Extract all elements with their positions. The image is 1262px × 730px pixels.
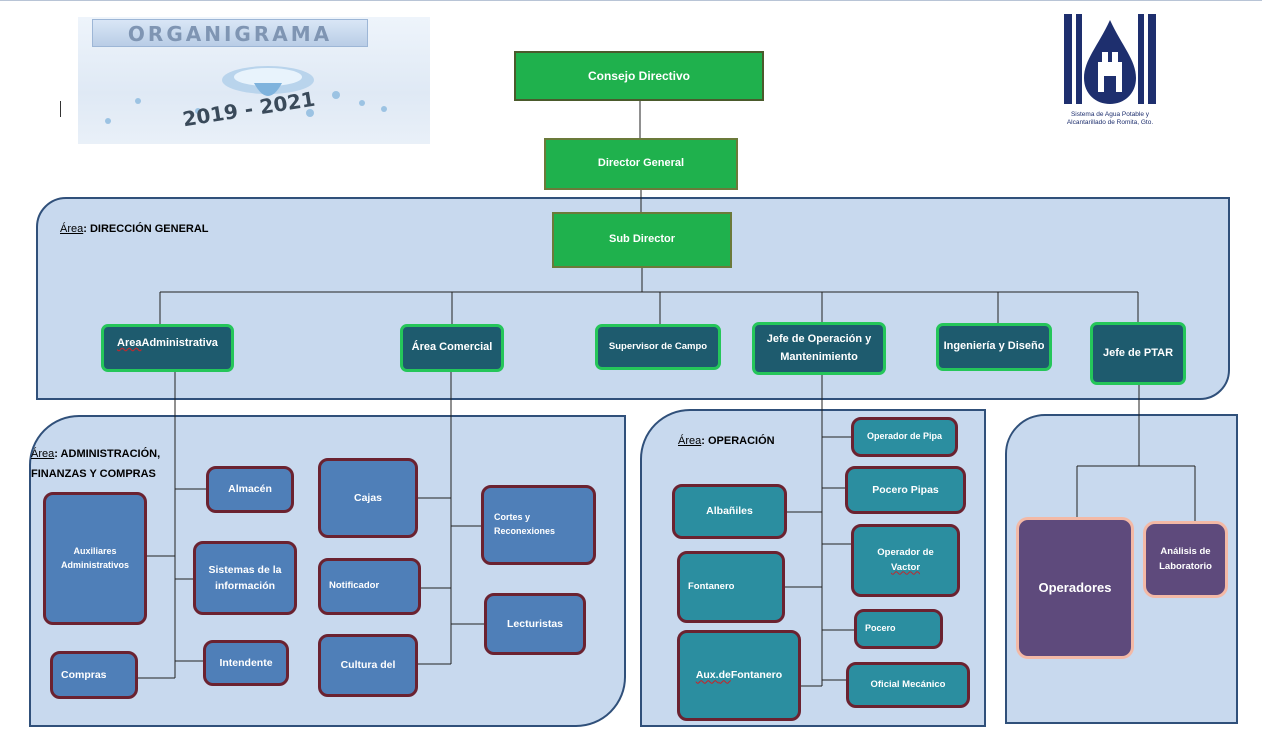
area-name-line1: : ADMINISTRACIÓN, [54,448,161,460]
logo-caption-line2: Alcantarillado de Romita, Gto. [1066,119,1154,126]
unit-aux-word: Aux. [695,669,719,682]
dept-ingenieria-diseno: Ingeniería y Diseño [936,323,1052,371]
area-label-direccion-general: Área: DIRECCIÓN GENERAL [60,219,209,239]
unit-operador-vactor: Operador de Vactor [851,524,960,597]
organization-logo [1040,12,1180,132]
dept-jefe-operacion: Jefe de Operación y Mantenimiento [752,322,886,375]
dept-admin-word1: Area [117,337,142,349]
text-cursor [60,101,61,117]
logo-caption-line1: Sistema de Agua Potable y [1070,111,1150,118]
unit-cortes-line2: Reconexiones [494,526,556,536]
unit-almacen: Almacén [206,466,294,513]
consejo-directivo-box: Consejo Directivo [514,51,764,101]
unit-cortes-reconexiones: Cortes y Reconexiones [481,485,596,565]
unit-sistemas-informacion: Sistemas de la información [193,541,297,615]
director-general-box: Director General [544,138,738,190]
banner-title: ORGANIGRAMA [92,19,368,47]
dept-supervisor-campo: Supervisor de Campo [595,324,721,370]
unit-aux-fontanero: Aux. de Fontanero [677,630,801,721]
sub-director-box: Sub Director [552,212,732,268]
area-label-administracion: Área: ADMINISTRACIÓN, FINANZAS Y COMPRAS [31,444,160,484]
unit-vactor-line1: Operador de [877,546,934,558]
unit-intendente: Intendente [203,640,289,686]
area-prefix: Área [31,448,55,460]
unit-lecturistas: Lecturistas [484,593,586,655]
unit-analisis-laboratorio: Análisis de Laboratorio [1143,521,1228,598]
unit-analisis-line2: Laboratorio [1159,560,1212,572]
unit-vactor-word: Vactor [890,561,921,573]
unit-auxiliares-line1: Auxiliares [73,545,117,556]
dept-jefe-op-line1: Jefe de Operación y [766,333,872,346]
unit-cajas: Cajas [318,458,418,538]
unit-pocero-pipas: Pocero Pipas [845,466,966,514]
unit-cortes-line1: Cortes y [494,512,531,523]
unit-oficial-mecanico: Oficial Mecánico [846,662,970,708]
area-name-line2: FINANZAS Y COMPRAS [31,468,156,480]
unit-pocero: Pocero [854,609,943,649]
area-name: : DIRECCIÓN GENERAL [83,223,209,235]
area-name: : OPERACIÓN [701,435,775,447]
unit-analisis-line1: Análisis de [1160,545,1211,557]
unit-compras: Compras [50,651,138,699]
area-prefix: Área [678,435,702,447]
unit-sistemas-line2: información [214,580,276,592]
logo-caption: Sistema de Agua Potable y Alcantarillado… [1030,111,1190,127]
area-prefix: Área [60,223,84,235]
organigrama-banner: ORGANIGRAMA 2019 - 2021 [78,17,430,144]
dept-admin-word2: Administrativa [141,337,218,349]
dept-area-comercial: Área Comercial [400,324,504,372]
unit-fontanero: Fontanero [677,551,785,623]
unit-auxiliares-administrativos: Auxiliares Administrativos [43,492,147,625]
dept-jefe-op-line2: Mantenimiento [780,350,858,363]
dept-jefe-ptar: Jefe de PTAR [1090,322,1186,385]
unit-auxiliares-line2: Administrativos [60,559,129,570]
unit-aux-de: de [718,669,731,682]
dept-area-administrativa: Area Administrativa [101,324,234,372]
top-border-line [0,0,1262,1]
unit-operador-pipa: Operador de Pipa [851,417,958,457]
unit-notificador: Notificador [318,558,421,615]
unit-sistemas-line1: Sistemas de la [208,563,282,576]
unit-aux-rest: Fontanero [730,669,783,682]
area-label-operacion: Área: OPERACIÓN [678,431,775,451]
unit-albaniles: Albañiles [672,484,787,539]
unit-cultura: Cultura del [318,634,418,697]
water-drops-image [105,66,387,124]
unit-operadores: Operadores [1016,517,1134,659]
